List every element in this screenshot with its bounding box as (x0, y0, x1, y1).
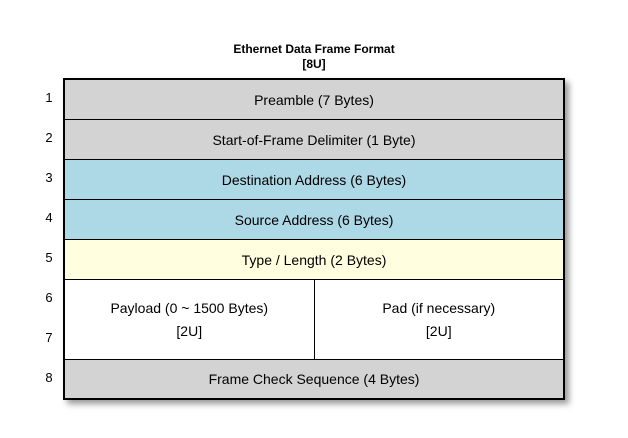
frame-row-label: Source Address (6 Bytes) (234, 211, 394, 228)
frame-row-type-length: Type / Length (2 Bytes) (65, 240, 563, 280)
pad-label: Pad (if necessary) (382, 300, 496, 316)
diagram-subtitle: [8U] (302, 57, 326, 71)
row-number-gutter: 1 2 3 4 5 6 7 8 (36, 78, 62, 398)
payload-sublabel: [2U] (176, 323, 203, 339)
frame-row-fcs: Frame Check Sequence (4 Bytes) (65, 360, 563, 398)
frame-row-payload-pad: Payload (0 ~ 1500 Bytes) [2U] Pad (if ne… (65, 280, 563, 360)
frame-cell-pad: Pad (if necessary) [2U] (315, 280, 564, 359)
diagram-title-block: Ethernet Data Frame Format [8U] (63, 42, 565, 72)
row-number-6: 6 (45, 290, 53, 305)
frame-cell-payload: Payload (0 ~ 1500 Bytes) [2U] (65, 280, 315, 359)
frame-row-label: Preamble (7 Bytes) (254, 91, 374, 108)
payload-label: Payload (0 ~ 1500 Bytes) (110, 300, 269, 316)
frame-row-label: Type / Length (2 Bytes) (241, 251, 387, 268)
frame-row-label: Frame Check Sequence (4 Bytes) (208, 371, 420, 387)
frame-row-preamble: Preamble (7 Bytes) (65, 80, 563, 120)
frame-row-destination-address: Destination Address (6 Bytes) (65, 160, 563, 200)
row-number-3: 3 (45, 170, 53, 185)
row-number-2: 2 (45, 130, 53, 145)
row-number-4: 4 (45, 210, 53, 225)
frame-row-label: Destination Address (6 Bytes) (221, 171, 407, 188)
ethernet-frame-table: Preamble (7 Bytes) Start-of-Frame Delimi… (63, 78, 565, 400)
diagram-title: Ethernet Data Frame Format (233, 42, 395, 56)
frame-row-label: Start-of-Frame Delimiter (1 Byte) (212, 131, 416, 148)
pad-sublabel: [2U] (425, 323, 452, 339)
row-number-1: 1 (45, 90, 53, 105)
frame-row-sfd: Start-of-Frame Delimiter (1 Byte) (65, 120, 563, 160)
row-number-5: 5 (45, 250, 53, 265)
row-number-8: 8 (45, 370, 53, 385)
row-number-7: 7 (45, 330, 53, 345)
frame-row-source-address: Source Address (6 Bytes) (65, 200, 563, 240)
